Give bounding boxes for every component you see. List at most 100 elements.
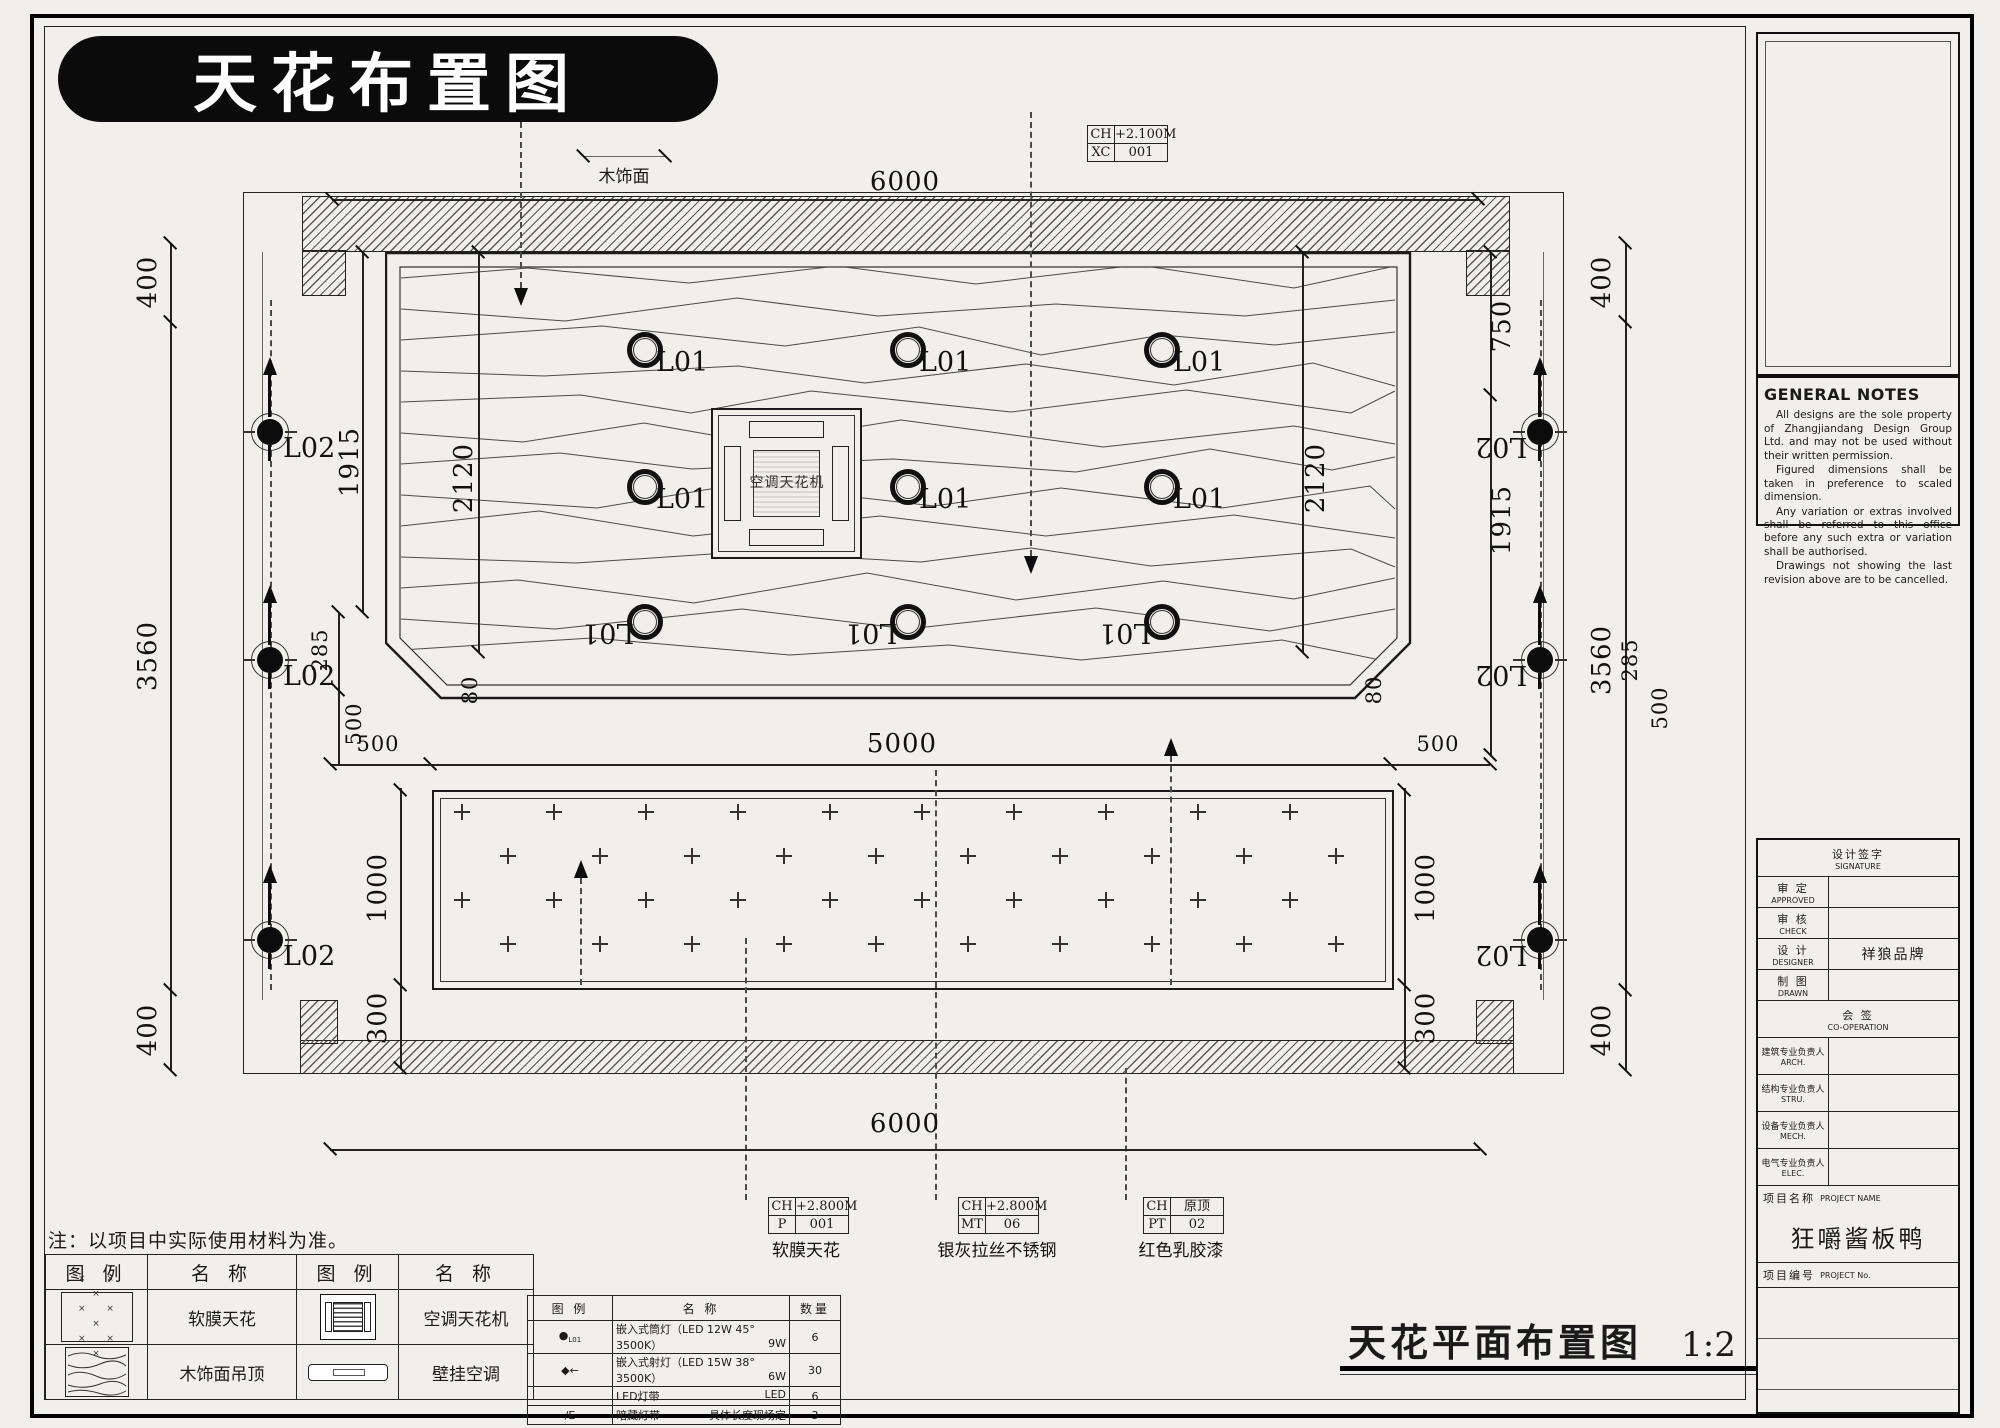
- dim-line-left-285-500: [338, 612, 340, 764]
- legend-icon-cell: [296, 1289, 399, 1345]
- l01-label: L01: [919, 347, 972, 378]
- leader-wood-finish: [520, 122, 522, 288]
- plus-mark: [1098, 804, 1114, 820]
- arrow-up-icon: [1164, 738, 1178, 756]
- plus-mark: [638, 804, 654, 820]
- plus-mark: [776, 936, 792, 952]
- schedule-qty: 6: [789, 1386, 841, 1406]
- spacer-row-3: [1758, 1389, 1958, 1428]
- schedule-qty: 3: [789, 1405, 841, 1425]
- legend-icon-cell: [45, 1344, 148, 1400]
- ac-cassette-icon: [319, 1294, 376, 1340]
- drawing-title-underline: [1340, 1366, 1758, 1371]
- arrow-up-icon: [262, 865, 277, 883]
- arrow-up-icon: [262, 357, 277, 375]
- dim-left-400-bottom: 400: [133, 1003, 163, 1057]
- legend-header: 图 例: [45, 1254, 148, 1290]
- plus-mark: [822, 804, 838, 820]
- check-value: [1829, 908, 1958, 938]
- dim-left-300: 300: [363, 991, 393, 1045]
- plus-mark: [1236, 848, 1252, 864]
- callout-key: CH: [769, 1198, 796, 1215]
- ac-inner-frame: [718, 415, 855, 552]
- plus-mark: [454, 804, 470, 820]
- callout-value: 06: [1003, 1217, 1021, 1232]
- schedule-symbol: ◆←: [527, 1353, 613, 1387]
- dim-top-6000: 6000: [869, 167, 941, 197]
- callout-key: CH: [1088, 126, 1115, 143]
- l01-label: L01: [656, 347, 709, 378]
- plus-mark: [960, 848, 976, 864]
- downlight-l01: L01: [1144, 332, 1225, 378]
- arrow-up-icon: [262, 585, 277, 603]
- downlight-l01: L01: [1144, 469, 1225, 515]
- l01-label: L01: [1098, 617, 1151, 648]
- ac-unit-label: 空调天花机: [749, 475, 825, 491]
- downlight-l01: L01: [890, 332, 971, 378]
- spotlight-l02: L02: [1475, 865, 1567, 970]
- plus-mark: [1190, 804, 1206, 820]
- ac-slot-top: [749, 421, 824, 438]
- sheet-outer-border: [30, 14, 1974, 1418]
- plus-mark: [914, 892, 930, 908]
- legend-name: 空调天花机: [398, 1289, 534, 1345]
- drawing-title-block: 天花平面布置图 1:2: [1348, 1312, 1736, 1367]
- schedule-name: 暗藏灯带 具体长度现场定: [612, 1405, 790, 1425]
- dim-left-2120: 2120: [449, 442, 479, 514]
- logo-box: [1756, 32, 1960, 376]
- wall-hatch-top-right-tab: [1466, 250, 1510, 296]
- project-name-row: 狂嚼酱板鸭: [1758, 1210, 1958, 1263]
- callout-steel-label: 银灰拉丝不锈钢: [937, 1241, 1057, 1261]
- spotlight-l02: L02: [1475, 357, 1567, 462]
- signature-en: SIGNATURE: [1835, 861, 1881, 871]
- l02-label: L02: [1474, 431, 1527, 462]
- plus-mark: [822, 892, 838, 908]
- dim-right-750: 750: [1487, 299, 1517, 353]
- dim-right-400-bottom: 400: [1587, 1003, 1617, 1057]
- callout-key: PT: [1144, 1216, 1171, 1233]
- schedule-name: LED灯带 LED: [612, 1386, 790, 1406]
- callout-value: +2.800M: [986, 1199, 1048, 1214]
- centerline-soft-left: [580, 878, 582, 985]
- l02-label: L02: [283, 661, 336, 692]
- arrow-down-icon: [1024, 556, 1038, 574]
- plus-mark: [730, 892, 746, 908]
- dim-left-1000: 1000: [363, 852, 393, 924]
- drawn-value: [1829, 970, 1958, 1000]
- wood-finish-label: 木饰面: [598, 167, 650, 187]
- plus-mark: [454, 892, 470, 908]
- leader-top-callout: [1030, 112, 1032, 556]
- wall-hatch-top-left-tab: [302, 250, 346, 296]
- dim-left-500h: 500: [356, 732, 400, 756]
- materials-note: 注：以项目中实际使用材料为准。: [48, 1230, 349, 1252]
- plus-mark: [1282, 804, 1298, 820]
- dim-line-left-outer: [170, 243, 172, 1070]
- arrow-up-icon: [1532, 357, 1547, 375]
- downlight-l01: L01: [845, 604, 926, 648]
- plus-mark: [500, 848, 516, 864]
- plus-mark: [1282, 892, 1298, 908]
- l01-label: L01: [1173, 347, 1226, 378]
- schedule-symbol: /E: [527, 1405, 613, 1425]
- plus-mark: [684, 848, 700, 864]
- wood-ceiling-panel: [385, 252, 1412, 700]
- centerline-soft-right: [1170, 756, 1172, 985]
- callout-value: 02: [1188, 1217, 1206, 1232]
- leader-soft-callout: [745, 938, 747, 1200]
- plus-mark: [500, 936, 516, 952]
- dim-left-1915: 1915: [335, 426, 365, 498]
- plus-mark: [684, 936, 700, 952]
- plus-mark: [1236, 936, 1252, 952]
- sheet-title: 天花布置图: [193, 48, 583, 122]
- legend-table: 图 例 名 称 图 例 名 称 ⨯ ⨯ ⨯⨯ ⨯ ⨯⨯ ⨯ ⨯ 软膜天花 空调天…: [45, 1254, 534, 1400]
- downlight-l01: L01: [890, 469, 971, 515]
- plus-mark: [1098, 892, 1114, 908]
- dim-right-2120: 2120: [1301, 442, 1331, 514]
